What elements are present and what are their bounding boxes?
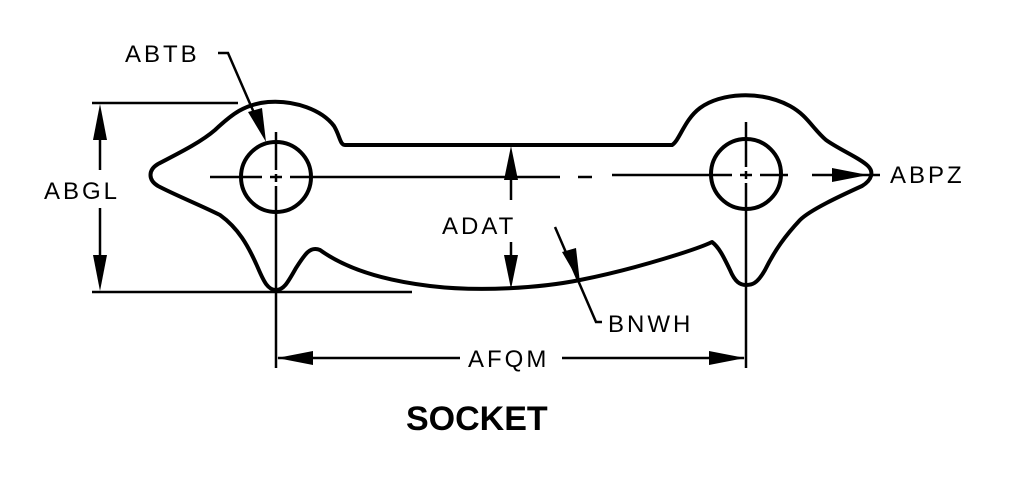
socket-outline — [148, 93, 874, 292]
adat-label: ADAT — [442, 213, 516, 240]
bnwh-arrow — [562, 248, 580, 283]
afqm-arrow-right — [709, 351, 745, 365]
abgl-dimension — [92, 101, 412, 294]
bnwh-label: BNWH — [608, 311, 693, 338]
abtb-leader — [218, 51, 266, 142]
adat-arrow-up — [504, 146, 518, 180]
adat-arrow-down — [504, 255, 518, 289]
afqm-label: AFQM — [468, 346, 549, 373]
abtb-arrow — [248, 108, 266, 142]
afqm-arrow-left — [277, 351, 313, 365]
abgl-arrow-down — [93, 255, 107, 291]
abgl-arrow-up — [93, 104, 107, 140]
diagram-title: SOCKET — [406, 400, 548, 438]
abgl-label: ABGL — [44, 178, 120, 205]
afqm-dimension — [277, 351, 745, 365]
abtb-label: ABTB — [125, 41, 200, 68]
abpz-label: ABPZ — [890, 162, 965, 189]
bnwh-leader — [553, 226, 602, 324]
abpz-arrow — [832, 168, 868, 182]
adat-dimension — [504, 146, 518, 289]
